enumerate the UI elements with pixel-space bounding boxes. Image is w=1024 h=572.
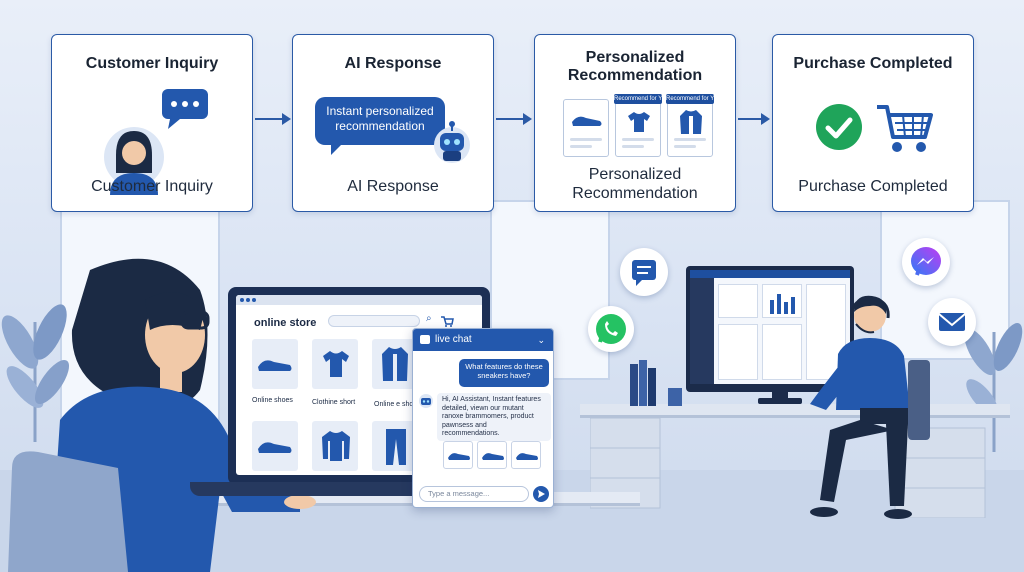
recommend-tag: Recommend for You [614, 94, 662, 104]
recommendation-card: Recommend for You [614, 94, 662, 157]
chevron-down-icon[interactable]: ⌄ [537, 335, 545, 345]
books-icon [630, 360, 682, 406]
step-caption: Purchase Completed [798, 178, 948, 195]
tshirt-icon [628, 112, 650, 132]
ai-response-bubble: Instant personalized recommendation [315, 97, 445, 155]
recommendation-card: Recommend for You [666, 94, 714, 157]
chat-message-input[interactable]: Type a message... [419, 486, 529, 502]
email-icon [928, 298, 976, 346]
recommend-tag: Recommend for You [666, 94, 714, 104]
chat-user-message: What features do these sneakers have? [459, 359, 549, 387]
monitor-stand [758, 390, 802, 404]
step-card-customer-inquiry: Customer Inquiry Customer Inquiry [51, 34, 253, 212]
send-button[interactable] [533, 486, 549, 502]
step-title: Purchase Completed [793, 55, 953, 72]
whatsapp-icon [588, 306, 634, 352]
step-card-purchase-completed: Purchase Completed Purchase Completed [772, 34, 974, 212]
shoe-icon [482, 453, 504, 460]
shoe-icon [516, 453, 538, 460]
chat-icon [420, 335, 430, 344]
checkmark-icon [816, 104, 862, 150]
messenger-icon [902, 238, 950, 286]
step-title: Customer Inquiry [85, 55, 219, 72]
jacket-icon [382, 347, 408, 381]
step-caption: AI Response [347, 178, 439, 195]
agent-monitor [686, 266, 854, 392]
flow-arrow [255, 113, 291, 125]
chair-icon [8, 451, 128, 572]
recommendation-card [563, 99, 609, 157]
shoe-icon [572, 116, 602, 126]
sweater-icon [322, 431, 350, 461]
robot-icon [434, 121, 470, 163]
flow-arrow [496, 113, 532, 125]
shopping-cart-icon [877, 105, 933, 152]
robot-icon [419, 394, 433, 408]
step-card-personalized-recommendation: Personalized Recommendation Recommend fo… [534, 34, 736, 212]
chat-product-card[interactable] [443, 441, 473, 469]
chat-bubble-icon [162, 89, 208, 129]
tshirt-icon [323, 351, 349, 377]
chat-header: live chat ⌄ [413, 329, 553, 351]
product-label: Online e short [374, 401, 418, 408]
chat-bot-message: Hi, AI Assistant, Instant features detai… [437, 393, 551, 441]
support-agent-illustration [810, 295, 930, 519]
background-window [880, 200, 1010, 360]
step-caption: Customer Inquiry [91, 178, 213, 195]
product-tile[interactable] [252, 421, 298, 471]
product-tile[interactable] [312, 421, 358, 471]
chat-product-card[interactable] [477, 441, 507, 469]
store-name: online store [254, 317, 317, 329]
live-chat-widget[interactable]: live chat ⌄ What features do these sneak… [412, 328, 554, 508]
search-icon[interactable]: ⌕ [426, 313, 432, 324]
step-title: AI Response [344, 55, 442, 72]
shoe-icon [448, 453, 470, 460]
customer-avatar-icon [104, 127, 164, 195]
shoe-icon [258, 360, 292, 371]
plant-icon [1, 304, 70, 442]
chat-title: live chat [435, 334, 472, 345]
product-tile[interactable] [372, 421, 418, 471]
flow-arrow [738, 113, 770, 125]
chat-product-card[interactable] [511, 441, 541, 469]
step-title: Personalized Recommendation [567, 49, 703, 84]
product-label: Clothine short [312, 399, 356, 406]
product-tile[interactable] [252, 339, 298, 389]
jacket-icon [680, 110, 702, 134]
product-label: Online shoes [252, 397, 293, 404]
store-search-input[interactable] [328, 315, 420, 327]
step-card-ai-response: AI Response Instant personalized recomme… [292, 34, 494, 212]
message-app-icon [620, 248, 668, 296]
product-tile[interactable] [372, 339, 418, 389]
agent-dashboard-screen [690, 270, 850, 384]
pants-icon [386, 429, 406, 465]
step-caption: Personalized Recommendation [572, 166, 698, 202]
product-tile[interactable] [312, 339, 358, 389]
shoe-icon [258, 442, 292, 453]
send-icon [538, 490, 545, 498]
cart-icon[interactable] [440, 315, 454, 327]
